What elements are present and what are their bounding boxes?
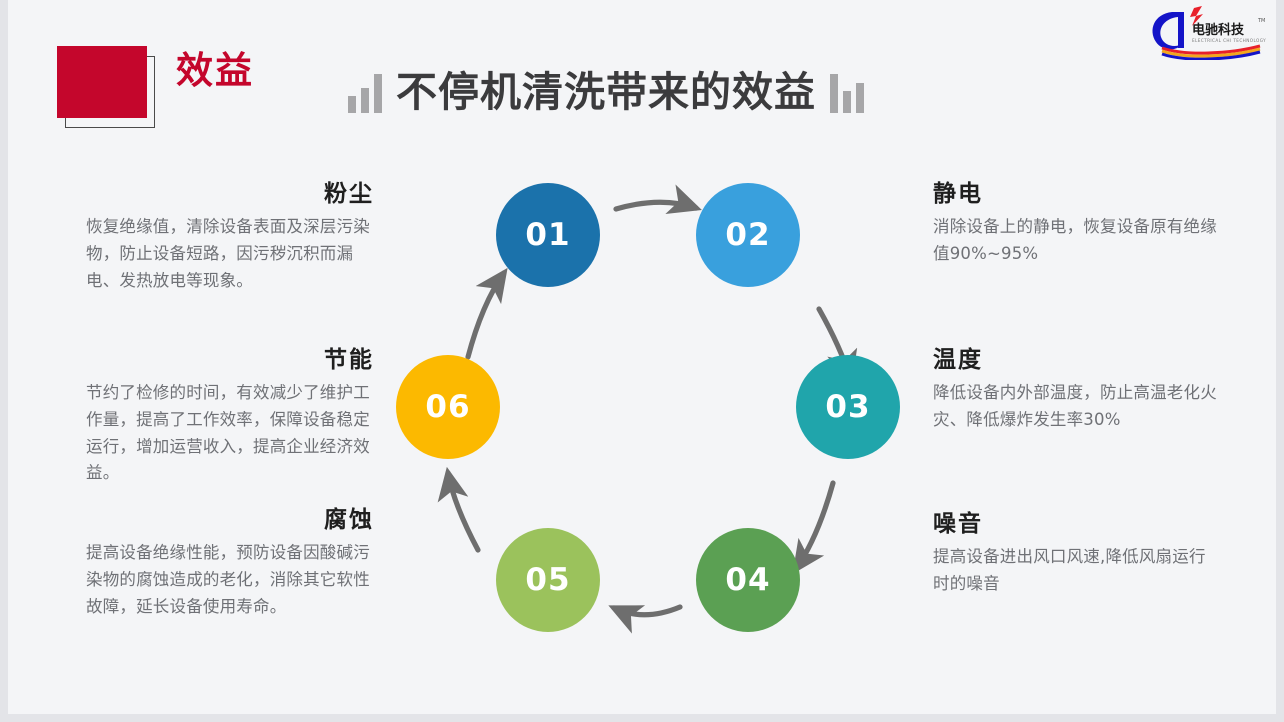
cycle-node-05[interactable]: 05 (496, 528, 600, 632)
benefit-block-temperature: 温度 降低设备内外部温度，防止高温老化火灾、降低爆炸发生率30% (933, 347, 1221, 434)
benefit-body-dust: 恢复绝缘值，清除设备表面及深层污染物，防止设备短路，因污秽沉积而漏电、发热放电等… (86, 217, 370, 290)
bar-chart-icon-left (348, 73, 382, 113)
benefit-title-noise: 噪音 (933, 511, 983, 537)
logo-artwork: 电驰科技 ELECTRICAL CHI TECHNOLOGY TM (1152, 6, 1266, 61)
bar-chart-icon-right (830, 73, 864, 113)
cycle-node-06[interactable]: 06 (396, 355, 500, 459)
arrow-04-to-05 (608, 604, 683, 634)
benefit-title-energy: 节能 (324, 347, 374, 373)
section-badge-label: 效益 (176, 49, 254, 92)
svg-text:电驰科技: 电驰科技 (1192, 22, 1245, 38)
cycle-node-04-number: 04 (725, 562, 771, 598)
benefit-block-energy: 节能 节约了检修的时间，有效减少了维护工作量，提高了工作效率，保障设备稳定运行，… (86, 347, 374, 487)
badge-filled-square (57, 46, 147, 118)
cycle-node-05-number: 05 (525, 562, 571, 598)
cycle-node-03[interactable]: 03 (796, 355, 900, 459)
cycle-node-04[interactable]: 04 (696, 528, 800, 632)
cycle-node-01-number: 01 (525, 217, 571, 253)
benefit-title-temperature: 温度 (933, 347, 983, 373)
section-badge (53, 42, 163, 132)
slide-canvas: 效益 不停机清洗带来的效益 电驰科技 ELECTRICAL CHI TECHNO… (8, 0, 1276, 714)
benefit-body-corrosion: 提高设备绝缘性能，预防设备因酸碱污染物的腐蚀造成的老化，消除其它软性故障，延长设… (86, 543, 370, 616)
page-title-row: 不停机清洗带来的效益 (348, 72, 864, 113)
arrow-05-to-06 (437, 466, 481, 553)
cycle-node-02[interactable]: 02 (696, 183, 800, 287)
cycle-node-01[interactable]: 01 (496, 183, 600, 287)
benefit-block-dust: 粉尘 恢复绝缘值，清除设备表面及深层污染物，防止设备短路，因污秽沉积而漏电、发热… (86, 181, 374, 294)
benefit-body-energy: 节约了检修的时间，有效减少了维护工作量，提高了工作效率，保障设备稳定运行，增加运… (86, 383, 370, 483)
arrow-01-to-02 (613, 184, 702, 214)
page-title: 不停机清洗带来的效益 (396, 68, 816, 116)
benefit-block-static: 静电 消除设备上的静电，恢复设备原有绝缘值90%~95% (933, 181, 1221, 268)
arrow-03-to-04 (792, 480, 836, 575)
cycle-node-06-number: 06 (425, 389, 471, 425)
benefit-title-static: 静电 (933, 181, 983, 207)
arrow-06-to-01 (465, 267, 508, 360)
benefit-title-dust: 粉尘 (324, 181, 374, 207)
benefit-block-noise: 噪音 提高设备进出风口风速,降低风扇运行时的噪音 (933, 511, 1221, 598)
cycle-diagram: 01 02 03 04 05 06 (378, 165, 918, 665)
svg-text:TM: TM (1257, 18, 1265, 24)
benefit-body-static: 消除设备上的静电，恢复设备原有绝缘值90%~95% (933, 217, 1217, 264)
benefit-block-corrosion: 腐蚀 提高设备绝缘性能，预防设备因酸碱污染物的腐蚀造成的老化，消除其它软性故障，… (86, 507, 374, 620)
cycle-node-02-number: 02 (725, 217, 771, 253)
benefit-body-noise: 提高设备进出风口风速,降低风扇运行时的噪音 (933, 547, 1206, 594)
cycle-node-03-number: 03 (825, 389, 871, 425)
benefit-body-temperature: 降低设备内外部温度，防止高温老化火灾、降低爆炸发生率30% (933, 383, 1217, 430)
benefit-title-corrosion: 腐蚀 (324, 507, 374, 533)
svg-text:ELECTRICAL CHI TECHNOLOGY: ELECTRICAL CHI TECHNOLOGY (1192, 38, 1266, 43)
company-logo: 电驰科技 ELECTRICAL CHI TECHNOLOGY TM (1140, 4, 1268, 61)
